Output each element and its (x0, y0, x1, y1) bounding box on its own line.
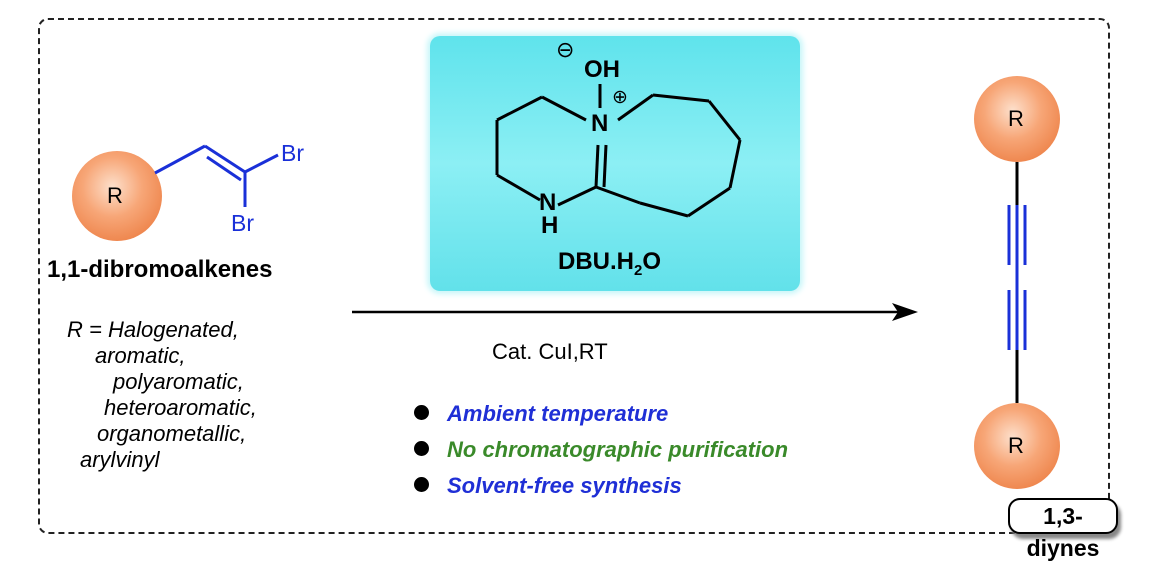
oxide-label: OH (584, 56, 620, 83)
r-definition-line: heteroaromatic, (104, 395, 257, 420)
r-definition-line: organometallic, (97, 421, 247, 446)
r-definition-line: R = Halogenated, (67, 317, 239, 342)
r-definition-line: aromatic, (95, 343, 186, 368)
reactant-r-label: R (107, 183, 123, 208)
nh-h-label: H (541, 212, 559, 239)
product-bonds (1007, 162, 1027, 403)
feature-item: Solvent-free synthesis (447, 473, 682, 498)
bullet-dot (414, 477, 429, 492)
reactant-r-sphere (72, 151, 162, 241)
catalyst-box (430, 36, 800, 291)
r-definition-line: arylvinyl (80, 447, 160, 472)
product-r-bottom-label: R (1008, 433, 1024, 458)
catalyst-name: DBU.H2O (558, 248, 661, 279)
bullet-dot (414, 405, 429, 420)
reaction-arrow (352, 303, 918, 321)
catalyst-name-end: O (642, 248, 662, 275)
feature-item: Ambient temperature (447, 401, 669, 426)
catalyst-name-subscript: 2 (634, 261, 643, 279)
r-definition-line: polyaromatic, (113, 369, 244, 394)
reactant-br-bottom: Br (231, 210, 254, 236)
reactant-br-top: Br (281, 140, 304, 166)
cation-charge: ⊕ (612, 87, 628, 108)
product-r-top-label: R (1008, 106, 1024, 131)
product-name-box: 1,3-diynes (1008, 498, 1118, 561)
catalyst-name-main: DBU.H (558, 248, 634, 275)
reactant-name: 1,1-dibromoalkenes (47, 256, 273, 283)
feature-item: No chromatographic purification (447, 437, 789, 462)
dbu-structure (495, 84, 742, 218)
dashed-frame (38, 18, 1110, 534)
product-r-sphere-bottom (974, 403, 1060, 489)
reaction-conditions: Cat. CuI,RT (492, 339, 608, 364)
reactant-bonds (154, 144, 279, 207)
n-plus-label: N (591, 110, 609, 137)
product-r-sphere-top (974, 76, 1060, 162)
nh-n-label: N (539, 189, 557, 216)
bullet-dot (414, 441, 429, 456)
oxide-charge: ⊖ (556, 37, 575, 62)
